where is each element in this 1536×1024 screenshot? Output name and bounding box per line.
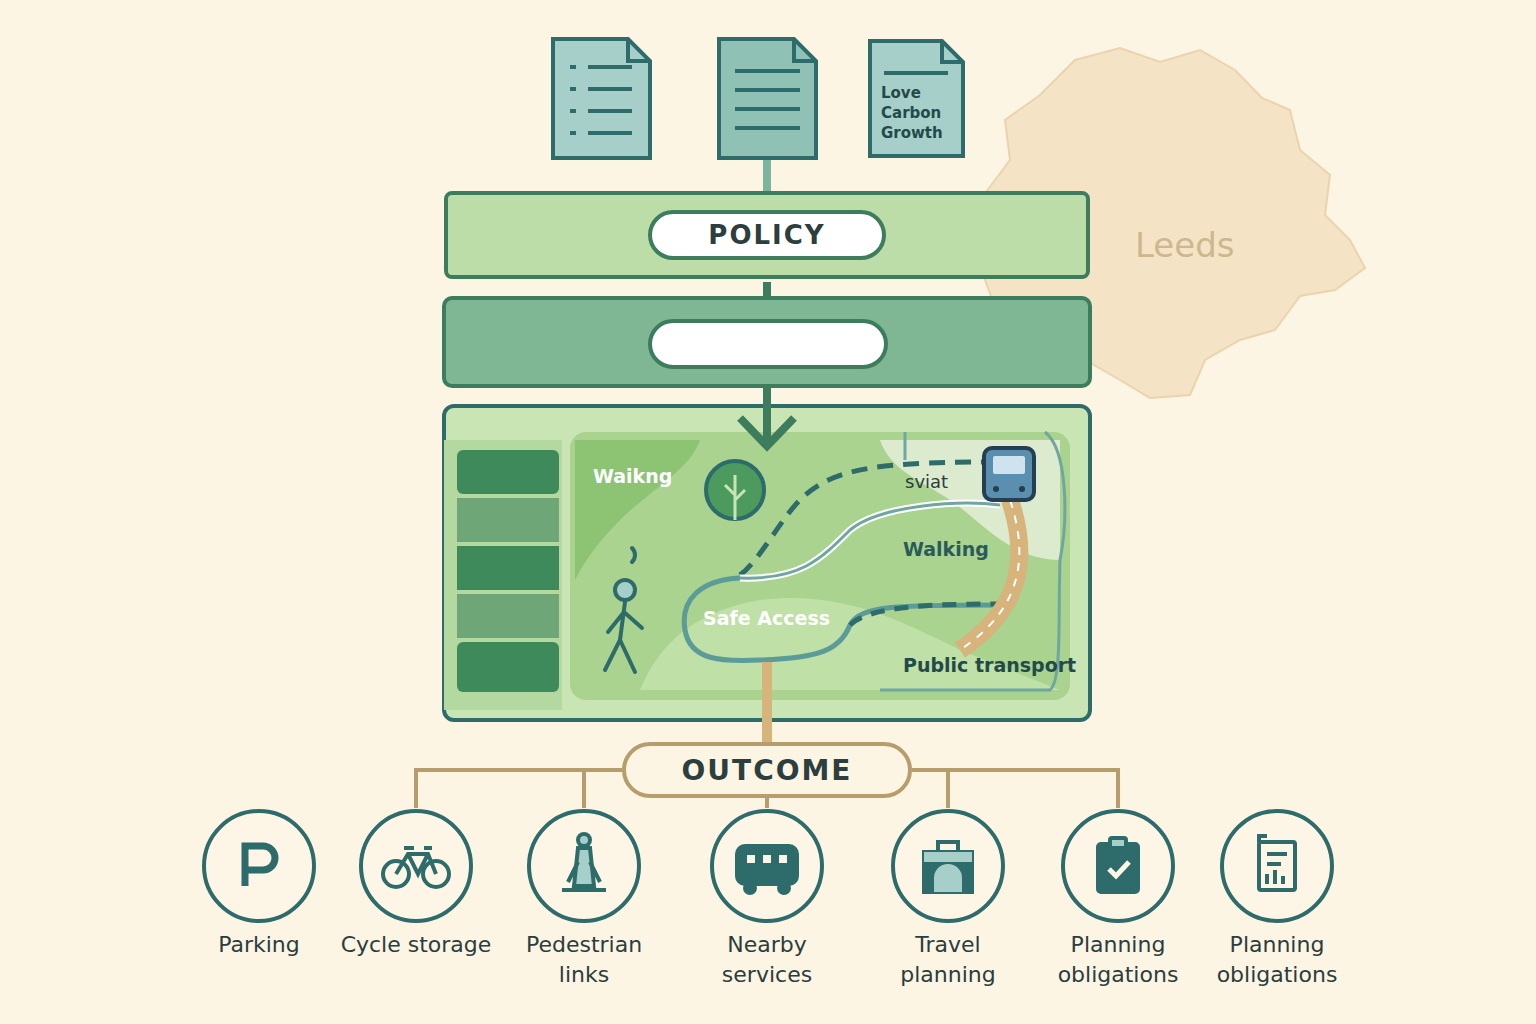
route	[684, 578, 1000, 661]
circle-shape	[1219, 808, 1335, 924]
document-icon	[719, 39, 816, 158]
flow-arrow	[763, 386, 771, 440]
outcome-circle: Planning obligations	[1197, 808, 1357, 1008]
circle-shape	[201, 808, 317, 924]
map-label: Walking	[903, 538, 989, 560]
outcome-circle: Planning obligations	[1038, 808, 1198, 1008]
tree-connector	[584, 770, 622, 808]
person	[605, 548, 642, 672]
flow-arrow	[763, 282, 771, 298]
circle-caption: Cycle storage	[336, 930, 496, 960]
route	[880, 432, 1065, 690]
route	[740, 503, 1000, 578]
circle-shape	[709, 808, 825, 924]
tree-trunk	[725, 475, 745, 520]
stripe	[457, 498, 559, 542]
document-title: Love Carbon Growth	[881, 83, 953, 143]
policy-pill: POLICY	[648, 210, 886, 260]
band	[444, 298, 1090, 386]
outcome-pill: OUTCOME	[622, 742, 912, 798]
map-label: Public transport	[903, 654, 1076, 676]
outcome-circle: Parking	[179, 808, 339, 1008]
map-label: sviat	[905, 471, 948, 492]
document-node: Love Carbon Growth	[868, 39, 965, 158]
circle-shape	[358, 808, 474, 924]
outcome-circle: Nearby services	[687, 808, 847, 1008]
circle-shape	[526, 808, 642, 924]
circle-caption: Nearby services	[687, 930, 847, 990]
outcome-circle: Pedestrian links	[504, 808, 664, 1008]
map-field	[575, 440, 700, 580]
circle-shape	[890, 808, 1006, 924]
stripe	[457, 450, 559, 494]
outcome-circle: Travel planning	[868, 808, 1028, 1008]
circle-shape	[1060, 808, 1176, 924]
stem	[763, 160, 771, 192]
tree	[706, 461, 764, 519]
tree-connector	[912, 770, 1118, 808]
document-icon	[553, 39, 650, 158]
road-marking	[960, 500, 1019, 650]
region-label: Leeds	[1135, 225, 1234, 265]
stripe	[457, 642, 559, 692]
empty-pill	[650, 321, 886, 367]
map-label: Waikng	[593, 465, 672, 487]
circle-caption: Parking	[179, 930, 339, 960]
outcome-circle: Cycle storage	[336, 808, 496, 1008]
tree-connector	[416, 770, 622, 808]
circle-caption: Planning obligations	[1038, 930, 1198, 990]
circle-caption: Planning obligations	[1197, 930, 1357, 990]
stripe	[457, 594, 559, 638]
bus-icon	[984, 448, 1034, 500]
stripe	[457, 546, 559, 590]
tree-connector	[765, 798, 769, 808]
route	[850, 604, 1000, 625]
flow-line	[762, 662, 772, 742]
road	[960, 500, 1019, 650]
circle-caption: Travel planning	[868, 930, 1028, 990]
route	[740, 503, 1000, 578]
policy-band: POLICY	[444, 191, 1090, 279]
map-label: Safe Access	[703, 607, 830, 629]
outcome-label: OUTCOME	[682, 754, 853, 787]
strip	[444, 440, 562, 710]
arrowhead	[740, 418, 794, 446]
tree-connector	[912, 770, 948, 808]
circle-caption: Pedestrian links	[504, 930, 664, 990]
